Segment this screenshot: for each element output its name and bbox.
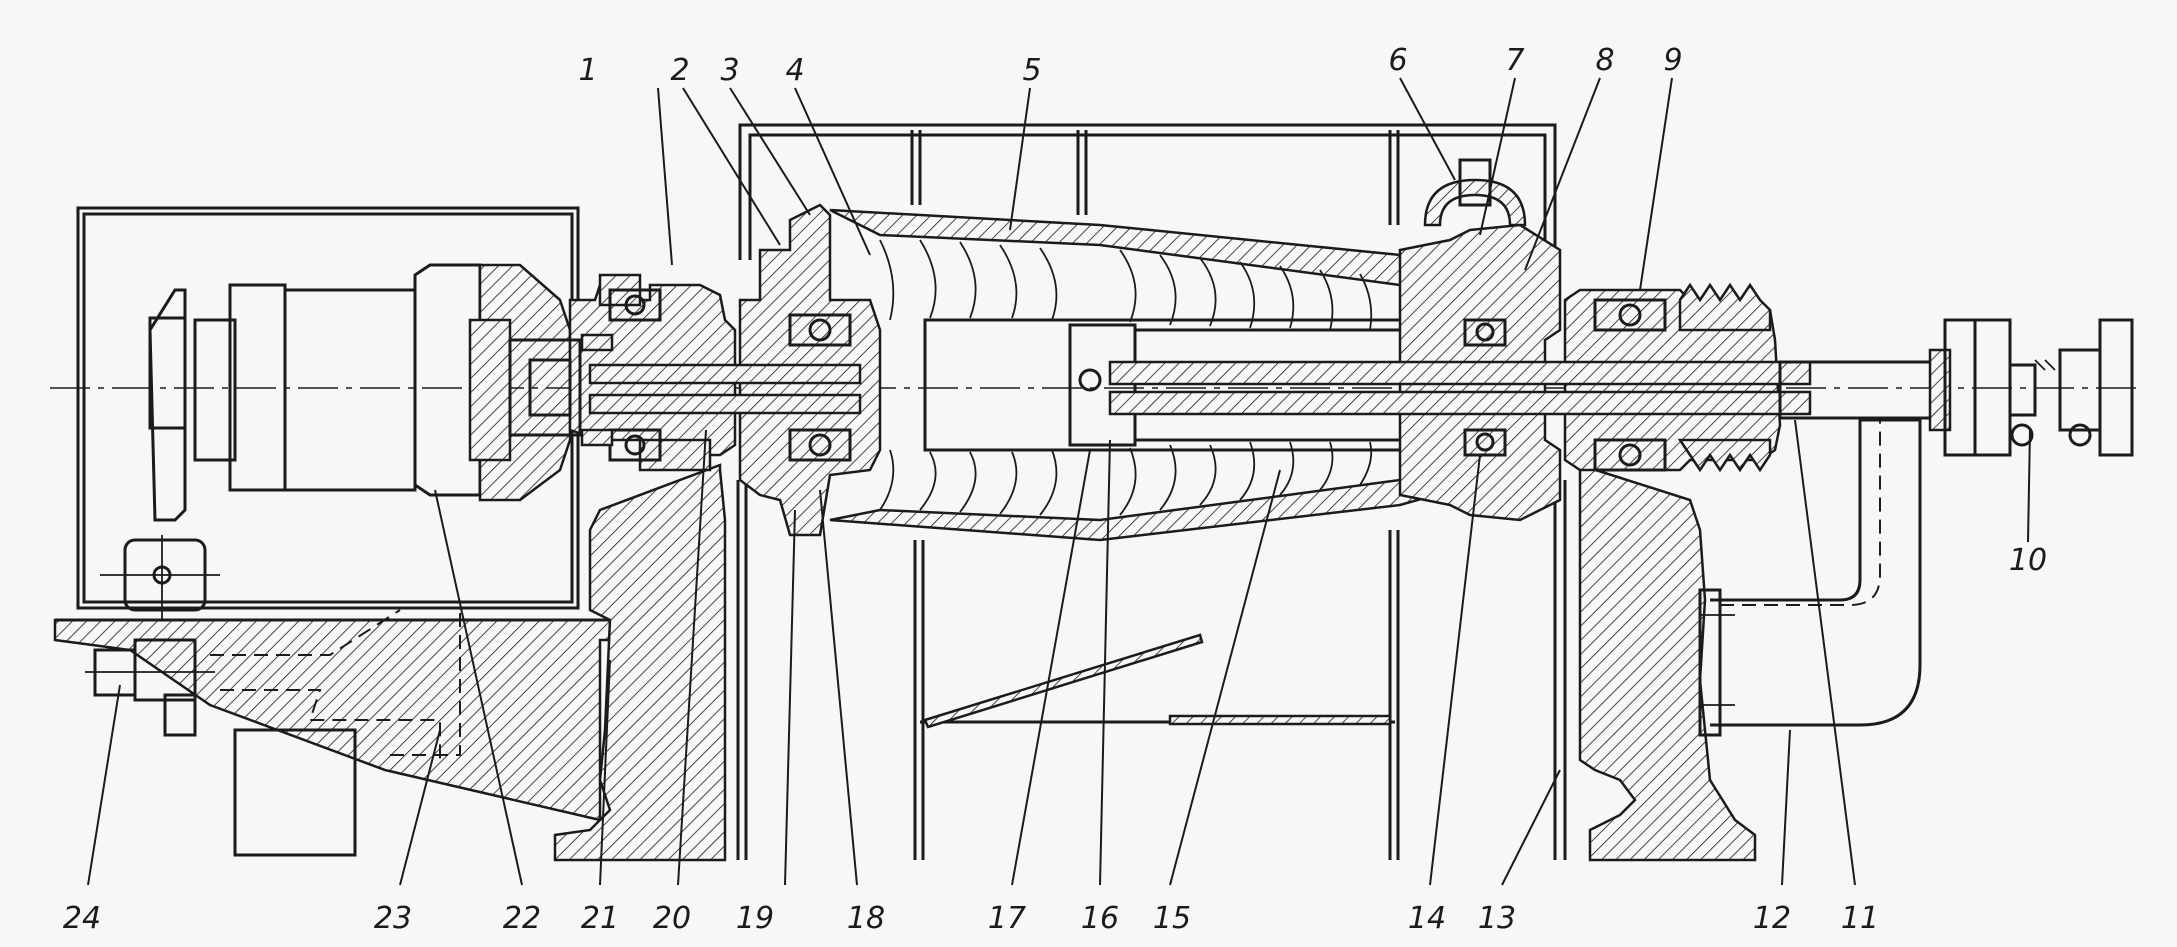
label-5: 5: [1022, 53, 1041, 88]
leader-lines: [87, 77, 2031, 886]
motor-coupling: [468, 318, 614, 462]
label-13: 13: [1478, 901, 1516, 936]
motor-body: [193, 263, 572, 502]
output-shaft: [1778, 318, 2134, 457]
label-8: 8: [1595, 43, 1614, 78]
rotor-assembly: [568, 158, 1812, 542]
label-19: 19: [736, 901, 774, 936]
label-22: 22: [503, 901, 541, 936]
label-15: 15: [1153, 901, 1191, 936]
casing-frame: [736, 123, 1567, 860]
label-20: 20: [653, 901, 691, 936]
left-support-foot: [553, 463, 727, 862]
motor-base-plate: [53, 609, 622, 857]
label-24: 24: [63, 901, 101, 936]
label-11: 11: [1841, 901, 1879, 936]
motor-pulley: [100, 288, 220, 620]
oil-pipe: [1698, 418, 1922, 737]
label-17: 17: [988, 901, 1026, 936]
part-labels: 1 2 3 4 5 6 7 8 9 10 11 12 13 14 15 16 1…: [63, 43, 2047, 936]
label-9: 9: [1663, 43, 1682, 78]
label-2: 2: [670, 53, 689, 88]
label-12: 12: [1753, 901, 1791, 936]
label-4: 4: [785, 53, 804, 88]
label-1: 1: [578, 53, 597, 88]
label-10: 10: [2009, 543, 2047, 578]
label-6: 6: [1388, 43, 1407, 78]
label-7: 7: [1505, 43, 1524, 78]
label-16: 16: [1081, 901, 1119, 936]
label-23: 23: [374, 901, 412, 936]
belt-tension-screw: [85, 638, 215, 737]
label-18: 18: [847, 901, 885, 936]
label-21: 21: [581, 901, 619, 936]
right-support-foot: [1578, 463, 1757, 862]
label-14: 14: [1408, 901, 1446, 936]
label-3: 3: [720, 53, 739, 88]
